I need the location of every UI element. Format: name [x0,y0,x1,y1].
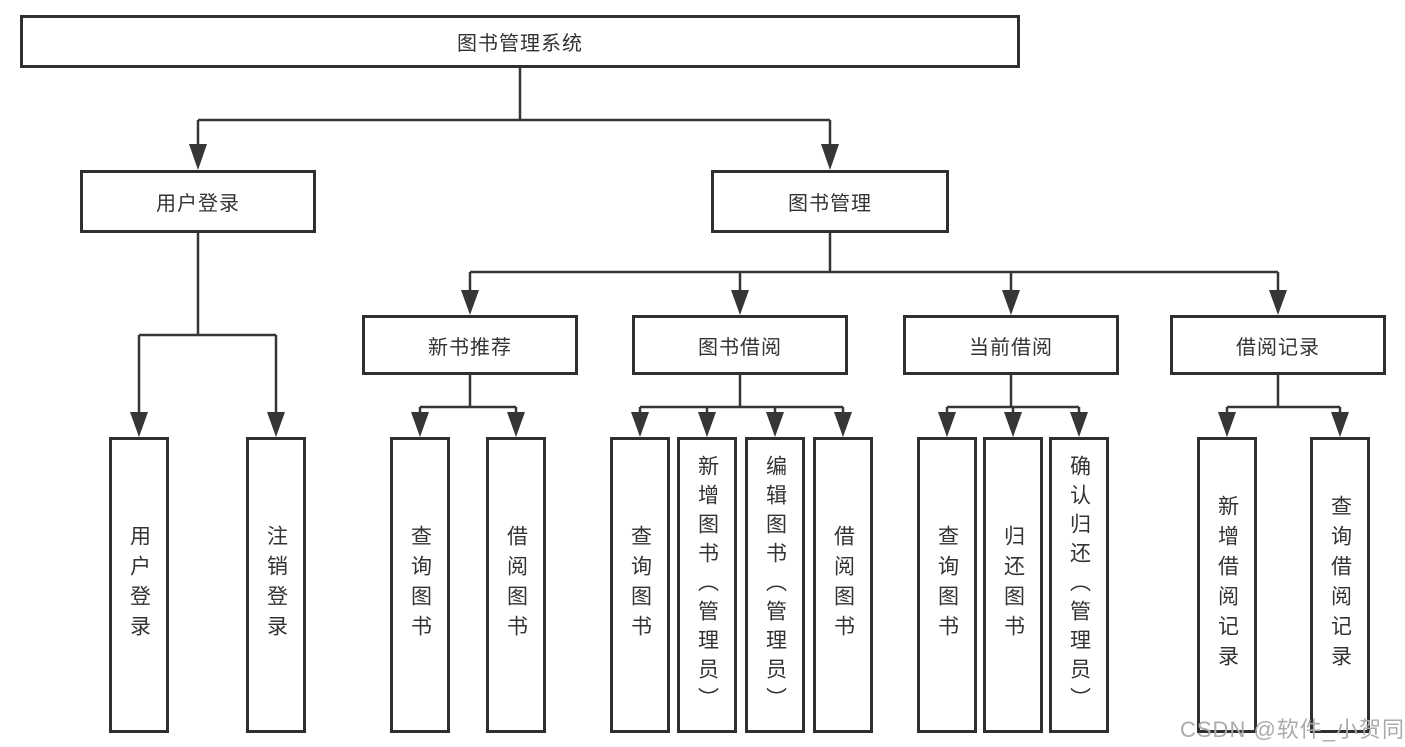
leaf-query-books-borrow: 查询图书 [610,437,670,733]
node-book-borrowing: 图书借阅 [632,315,848,375]
connector-lines [137,68,1342,416]
arrowhead-icons [130,144,1349,437]
node-user-login: 用户登录 [80,170,316,233]
leaf-query-books-recommend: 查询图书 [390,437,450,733]
leaf-confirm-return-admin: 确认归还（管理员） [1049,437,1109,733]
node-root: 图书管理系统 [20,15,1020,68]
node-borrowing-records: 借阅记录 [1170,315,1386,375]
leaf-add-borrow-record: 新增借阅记录 [1197,437,1257,733]
leaf-logout: 注销登录 [246,437,306,733]
leaf-borrow-books: 借阅图书 [813,437,873,733]
leaf-add-books-admin: 新增图书（管理员） [677,437,737,733]
leaf-query-borrow-record: 查询借阅记录 [1310,437,1370,733]
leaf-user-login: 用户登录 [109,437,169,733]
node-current-borrowing: 当前借阅 [903,315,1119,375]
node-new-book-recommend: 新书推荐 [362,315,578,375]
node-book-management: 图书管理 [711,170,949,233]
leaf-query-books-current: 查询图书 [917,437,977,733]
leaf-borrow-books-recommend: 借阅图书 [486,437,546,733]
leaf-edit-books-admin: 编辑图书（管理员） [745,437,805,733]
csdn-watermark: CSDN @软件_小贺同学 [1180,717,1405,742]
leaf-return-books: 归还图书 [983,437,1043,733]
